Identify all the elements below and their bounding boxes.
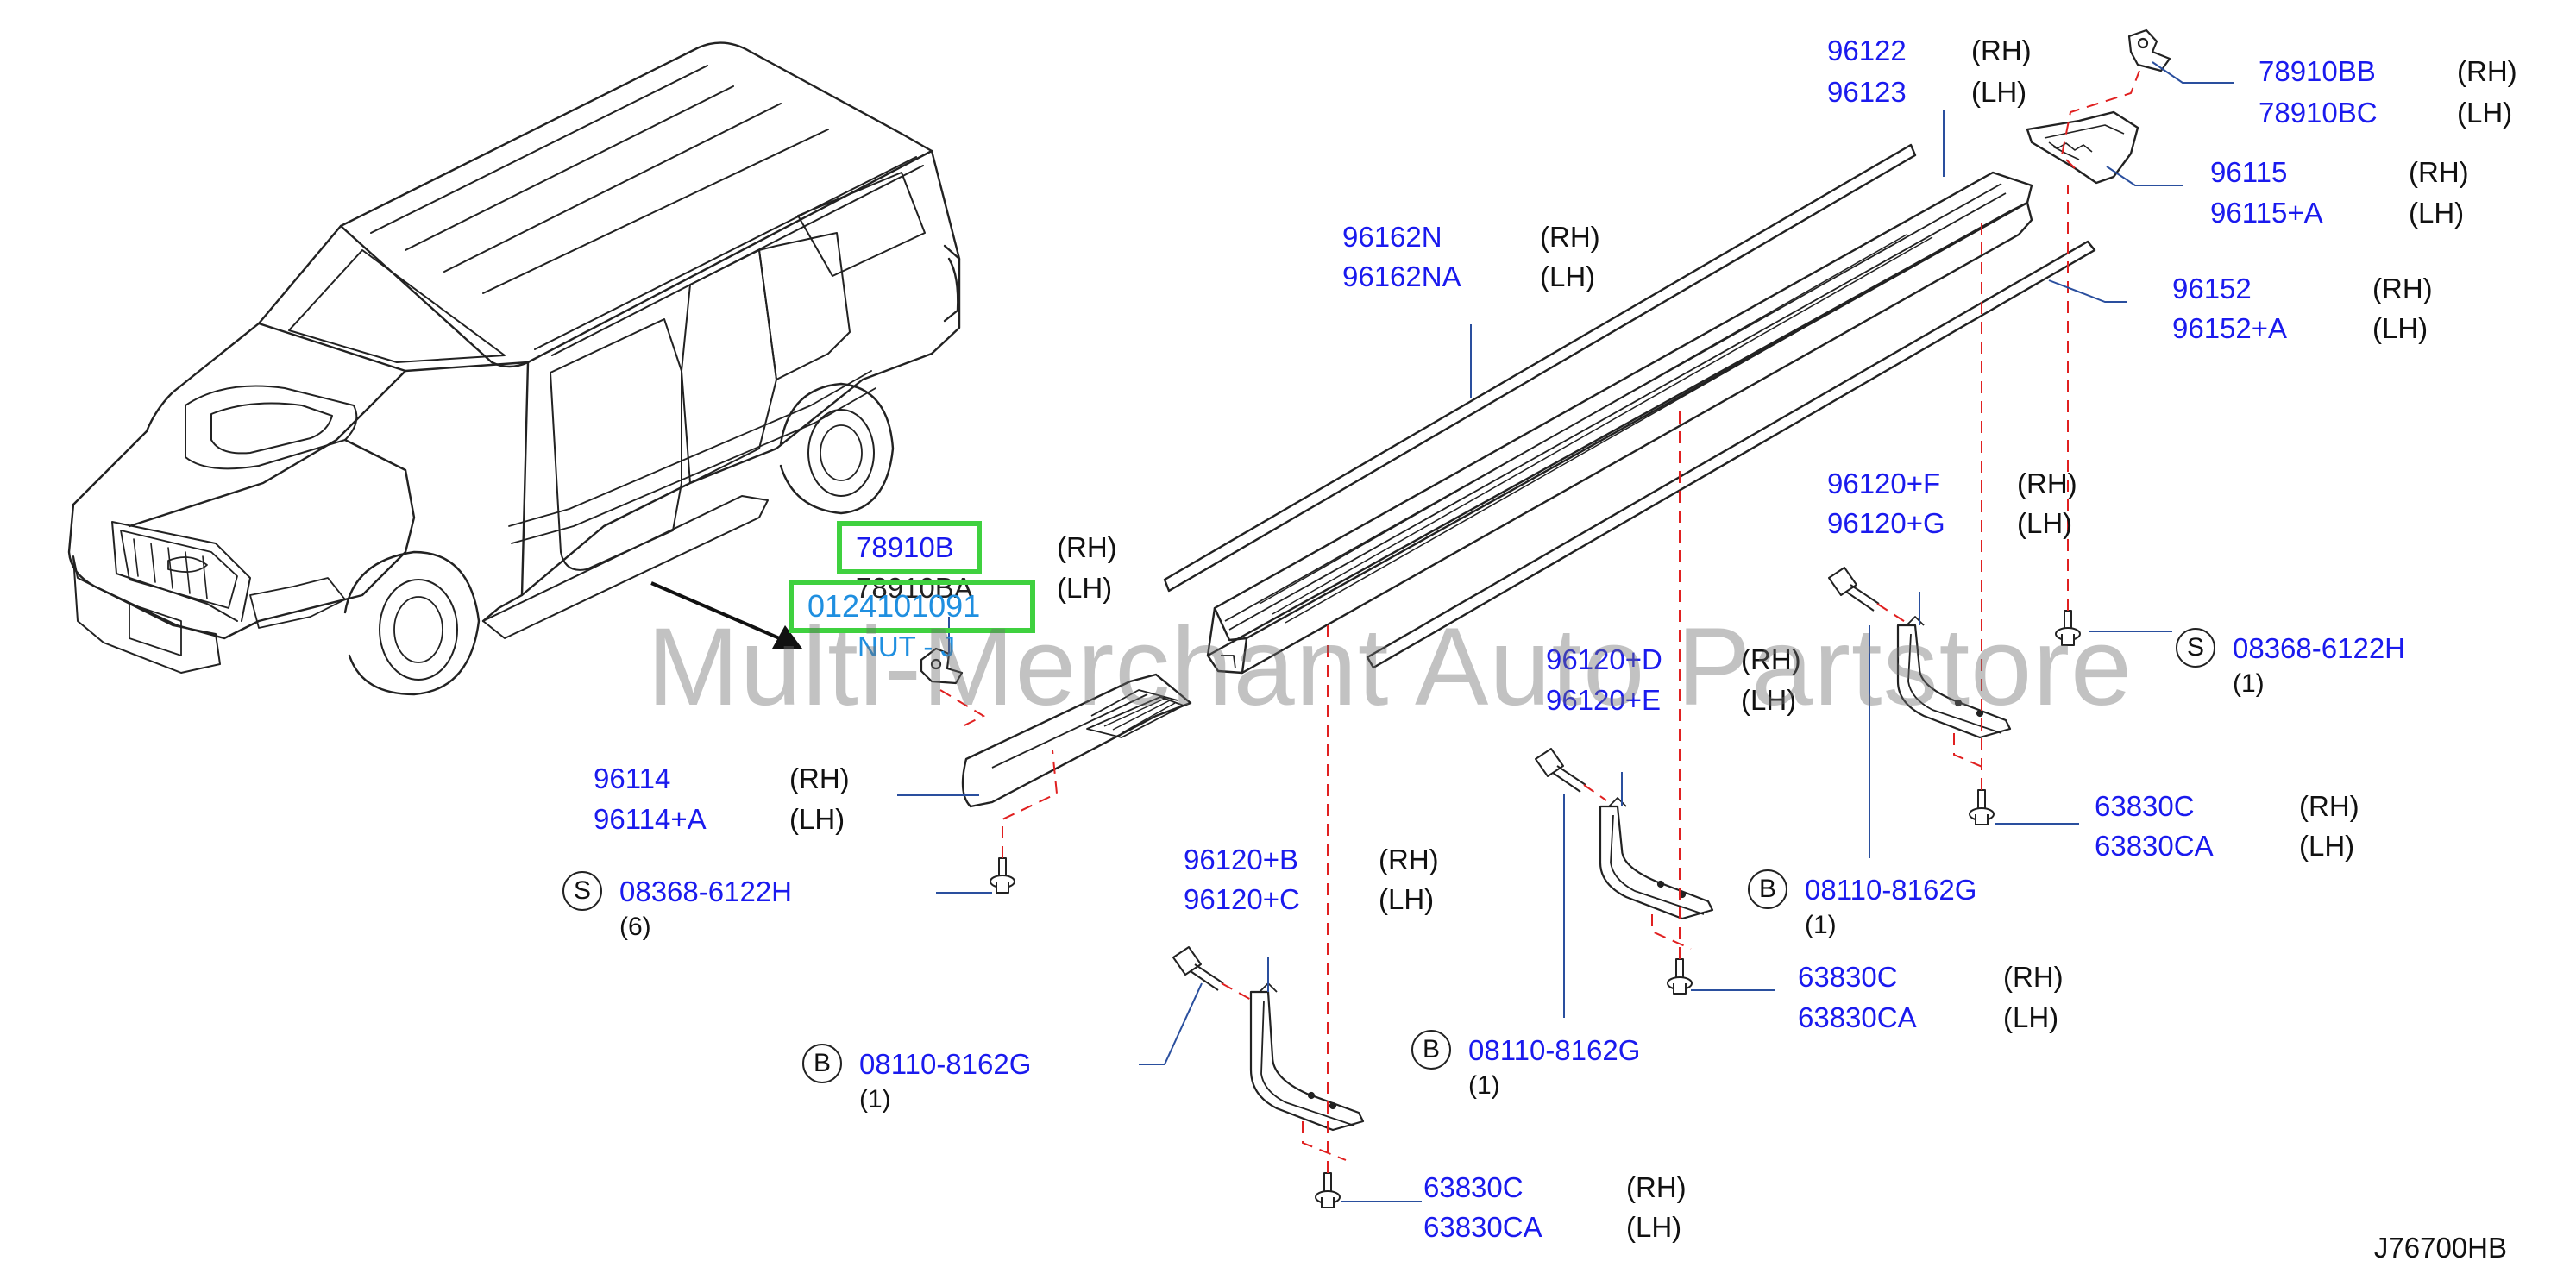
side-rh: (RH) [1741,643,1801,675]
part-number-96120g[interactable]: 96120+G [1827,507,1945,539]
part-number-63830c[interactable]: 63830C [2095,790,2195,822]
side-rh: (RH) [2457,55,2517,87]
part-number-08368-6122h[interactable]: 08368-6122H [619,875,792,907]
part-number-96120b[interactable]: 96120+B [1184,844,1299,875]
part-number-08110-8162g[interactable]: 08110-8162G [1468,1034,1641,1066]
rear-end-cap [2026,110,2139,185]
side-lh: (LH) [2003,1001,2059,1033]
quantity: (1) [1468,1071,1500,1100]
part-number-08110-8162g[interactable]: 08110-8162G [859,1048,1032,1080]
symbol-b-circle: B [1411,1030,1451,1070]
front-end-cap [961,673,1192,808]
side-rh: (RH) [1626,1171,1687,1203]
side-rh: (RH) [1540,221,1600,253]
vehicle-illustration [67,41,961,696]
part-number-96114a[interactable]: 96114+A [594,803,707,835]
quantity: (6) [619,913,651,941]
side-lh: (LH) [2017,507,2073,539]
part-number-63830ca[interactable]: 63830CA [2095,830,2214,862]
part-number-96114[interactable]: 96114 [594,762,671,794]
part-number-78910bc[interactable]: 78910BC [2259,97,2378,129]
side-lh: (LH) [789,803,845,835]
quantity: (1) [859,1085,891,1114]
part-number-63830c[interactable]: 63830C [1423,1171,1524,1203]
side-lh: (LH) [1626,1211,1682,1243]
diagram-code: J76700HB [2373,1232,2507,1264]
part-number-78910ba[interactable]: 78910BA [856,572,973,604]
part-number-63830ca[interactable]: 63830CA [1423,1211,1542,1243]
part-number-96123[interactable]: 96123 [1827,76,1907,108]
part-number-96162na[interactable]: 96162NA [1342,260,1461,292]
side-lh: (LH) [1971,76,2027,108]
side-lh: (LH) [1057,572,1113,604]
symbol-b-circle: B [1748,869,1787,909]
part-number-63830ca[interactable]: 63830CA [1798,1001,1917,1033]
side-rh: (RH) [1379,844,1439,875]
part-number-0124101091[interactable]: 0124101091 [807,588,981,624]
screws [990,610,2081,1208]
highlight-box-nut [789,580,1035,633]
part-number-78910b[interactable]: 78910B [856,531,954,563]
side-rh: (RH) [2003,961,2064,993]
side-rh: (RH) [2299,790,2359,822]
bracket-96120b [1249,982,1365,1132]
part-number-78910bb[interactable]: 78910BB [2259,55,2376,87]
part-number-96115[interactable]: 96115 [2210,156,2288,188]
highlight-box-78910b [837,521,982,574]
watermark: Multi-Merchant Auto Partstore [647,605,2133,729]
assembly-dashed-lines [939,70,2140,1173]
side-lh: (LH) [1741,684,1797,716]
leader-lines [897,61,2234,1202]
part-number-08110-8162g[interactable]: 08110-8162G [1805,874,1977,906]
part-number-08368-6122h[interactable]: 08368-6122H [2233,632,2405,664]
part-number-96152a[interactable]: 96152+A [2172,312,2288,344]
bracket-96120f [1896,616,2012,739]
part-number-96122[interactable]: 96122 [1827,35,1907,66]
side-lh: (LH) [1540,260,1596,292]
side-lh: (LH) [2409,197,2465,229]
side-lh: (LH) [1379,883,1435,915]
part-number-96162n[interactable]: 96162N [1342,221,1442,253]
side-rh: (RH) [1971,35,2032,66]
part-number-96120f[interactable]: 96120+F [1827,467,1941,499]
symbol-s-circle: S [2176,628,2215,668]
side-rh: (RH) [1057,531,1117,563]
side-rh: (RH) [2409,156,2469,188]
side-lh: (LH) [2457,97,2513,129]
part-number-96152[interactable]: 96152 [2172,273,2252,304]
side-rh: (RH) [2017,467,2077,499]
pointer-arrow [650,581,802,649]
side-lh: (LH) [2372,312,2428,344]
symbol-b-circle: B [802,1044,842,1083]
clip-78910b [920,647,964,685]
step-assembly [1163,143,2096,675]
part-number-96120e[interactable]: 96120+E [1546,684,1662,716]
quantity: (1) [2233,669,2265,698]
part-number-96120c[interactable]: 96120+C [1184,883,1300,915]
quantity: (1) [1805,911,1837,939]
side-lh: (LH) [2299,830,2355,862]
nut-name: NUT - J [858,631,956,662]
symbol-s-circle: S [562,871,602,911]
part-number-96115a[interactable]: 96115+A [2210,197,2323,229]
side-rh: (RH) [2372,273,2433,304]
side-rh: (RH) [789,762,850,794]
part-number-96120d[interactable]: 96120+D [1546,643,1662,675]
clip-78910bb [2127,28,2171,72]
part-number-63830c[interactable]: 63830C [1798,961,1898,993]
bolts [1172,567,1880,991]
bracket-96120d [1599,797,1714,920]
